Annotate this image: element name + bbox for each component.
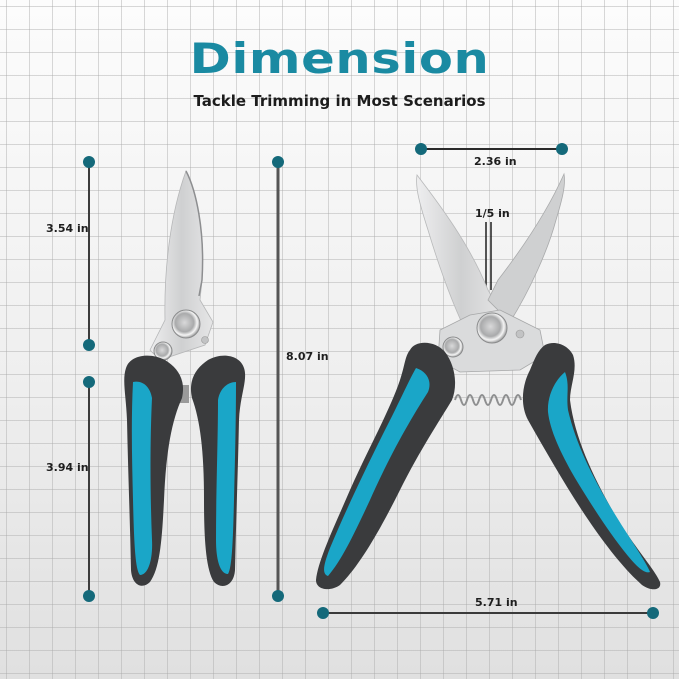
- page-title: Dimension: [189, 34, 490, 83]
- left-blade-measure: [83, 156, 95, 351]
- handle-length-label: 3.94 in: [46, 461, 89, 474]
- scissors-open-icon: [316, 172, 661, 590]
- blade-length-label: 3.54 in: [46, 222, 89, 235]
- page-subtitle: Tackle Trimming in Most Scenarios: [193, 92, 486, 110]
- blade-opening-measure: [415, 143, 568, 155]
- left-handle-measure: [83, 376, 95, 602]
- cut-gap-label: 1/5 in: [475, 207, 510, 220]
- cut-gap-measure: [485, 222, 492, 290]
- handle-span-label: 5.71 in: [475, 596, 518, 609]
- total-length-label: 8.07 in: [286, 350, 329, 363]
- scissors-closed-icon: [124, 170, 246, 586]
- total-length-measure: [272, 156, 284, 602]
- blade-opening-label: 2.36 in: [474, 155, 517, 168]
- handle-span-measure: [317, 607, 659, 619]
